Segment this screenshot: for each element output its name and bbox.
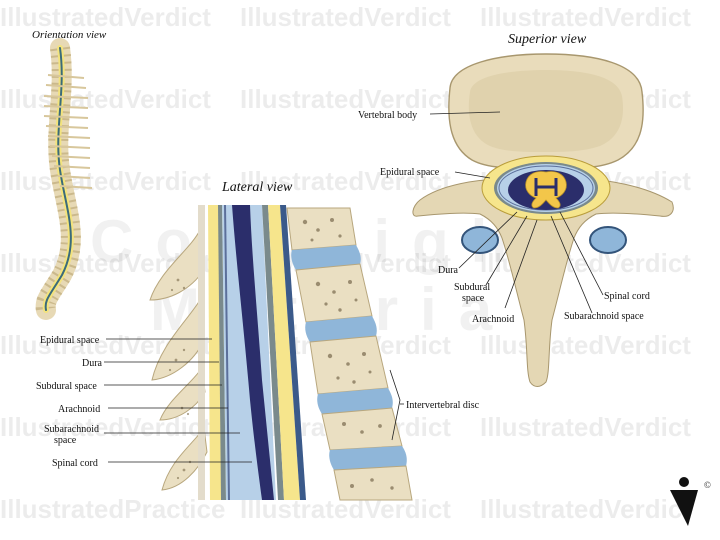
- label-epidural-space-superior: Epidural space: [380, 167, 440, 178]
- label-vertebral-body: Vertebral body: [358, 110, 417, 121]
- facet-joint-right: [589, 226, 627, 254]
- copyright-symbol: ©: [704, 480, 711, 490]
- watermark-row: IllustratedPractice: [0, 494, 225, 524]
- label-subarachnoid-line-2: space: [54, 435, 77, 446]
- label-spinal-cord-superior: Spinal cord: [604, 291, 650, 302]
- label-dura-superior: Dura: [438, 265, 459, 276]
- watermark-row: IllustratedVerdict: [240, 2, 451, 32]
- spinal-canal-superior: [481, 155, 611, 221]
- watermark-row: IllustratedVerdict: [480, 412, 691, 442]
- watermark-row: IllustratedVerdict: [240, 166, 451, 196]
- label-epidural-space: Epidural space: [40, 335, 100, 346]
- superior-view-title: Superior view: [508, 32, 587, 47]
- brand-logo: ©: [670, 477, 711, 526]
- label-dura: Dura: [82, 358, 103, 369]
- orientation-view-title: Orientation view: [32, 29, 107, 41]
- label-subarachnoid-space-superior: Subarachnoid space: [564, 311, 644, 322]
- orientation-spine-silhouette: [35, 38, 93, 320]
- label-arachnoid-superior: Arachnoid: [472, 314, 514, 325]
- superior-view: Superior view: [358, 32, 674, 387]
- watermark-row: IllustratedVerdict: [480, 330, 691, 360]
- spinous-processes: [149, 228, 208, 491]
- label-spinal-cord: Spinal cord: [52, 458, 98, 469]
- watermark-row: IllustratedVerdict: [480, 2, 691, 32]
- orientation-view: Orientation view: [32, 29, 107, 320]
- label-subarachnoid-line-1: Subarachnoid: [44, 424, 99, 435]
- posterior-ligament: [198, 205, 205, 500]
- watermark-row: IllustratedVerdict: [480, 494, 691, 524]
- vertebral-arch: [412, 171, 674, 387]
- spinal-canal: [208, 205, 306, 500]
- watermark-row: IllustratedVerdict: [0, 166, 211, 196]
- lateral-view-title: Lateral view: [221, 180, 293, 195]
- label-subdural-line-2: space: [462, 293, 485, 304]
- cancellous-bone: [468, 70, 624, 152]
- lateral-view: Lateral view: [36, 180, 480, 501]
- facet-joint-left: [461, 226, 499, 254]
- label-subdural-space: Subdural space: [36, 381, 97, 392]
- lateral-leader-lines: [104, 338, 404, 463]
- label-subdural-line-1: Subdural: [454, 282, 490, 293]
- watermark-row: IllustratedVerdict: [0, 84, 211, 114]
- label-arachnoid: Arachnoid: [58, 404, 100, 415]
- superior-leader-lines: [429, 111, 604, 314]
- trabecular-texture: [302, 218, 394, 490]
- watermark-row: IllustratedVerdict: [0, 412, 211, 442]
- watermark-row: IllustratedVerdict: [240, 84, 451, 114]
- label-intervertebral-disc: Intervertebral disc: [406, 400, 480, 411]
- watermark-row: IllustratedVerdict: [0, 2, 211, 32]
